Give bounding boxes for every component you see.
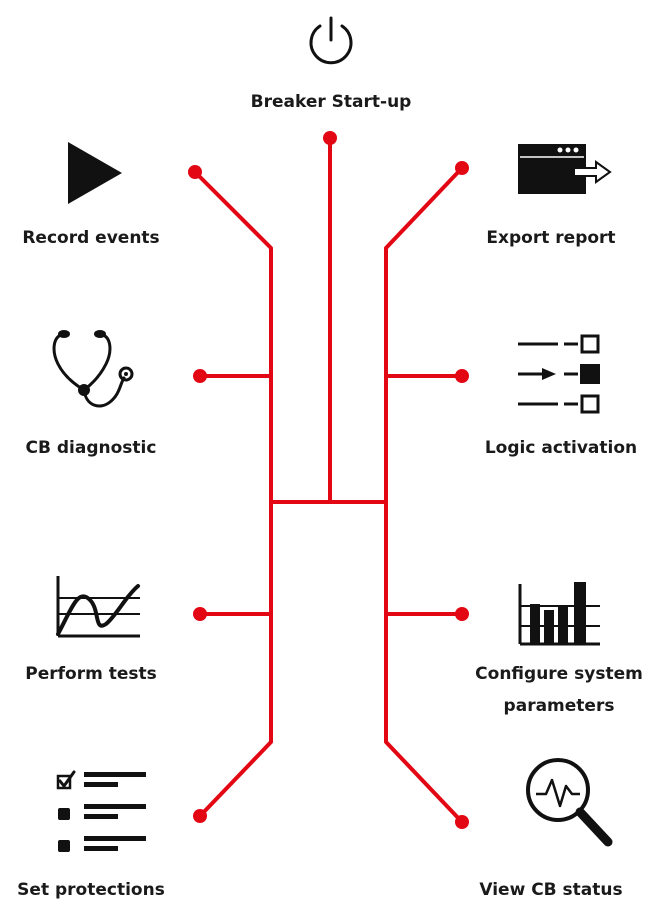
stethoscope-icon [48, 326, 138, 412]
node-dot-diagnostic [193, 369, 207, 383]
play-icon [66, 140, 126, 206]
node-dot-record [188, 165, 202, 179]
label-configure-system-line2: parameters [503, 696, 615, 716]
bar-chart-icon [516, 578, 606, 648]
logic-switch-icon [516, 334, 606, 414]
node-dot-tests [193, 607, 207, 621]
node-dot-protections [193, 809, 207, 823]
checklist-icon [54, 768, 150, 860]
connector-record [193, 170, 273, 818]
node-dot-logic [455, 369, 469, 383]
connector-export [384, 166, 464, 824]
magnifier-waveform-icon [520, 752, 614, 852]
label-view-cb-status: View CB status [479, 880, 623, 900]
export-window-icon [516, 140, 616, 198]
test-graph-icon [54, 574, 144, 640]
label-set-protections: Set protections [17, 880, 165, 900]
label-perform-tests: Perform tests [25, 664, 157, 684]
label-record-events: Record events [22, 228, 160, 248]
label-breaker-startup: Breaker Start-up [250, 92, 412, 112]
node-dot-export [455, 161, 469, 175]
label-cb-diagnostic: CB diagnostic [25, 438, 157, 458]
label-configure-system-line1: Configure system [475, 664, 643, 684]
label-export-report: Export report [486, 228, 616, 248]
node-dot-status [455, 815, 469, 829]
node-dot-startup [323, 131, 337, 145]
power-icon [300, 10, 362, 72]
node-dot-configure [455, 607, 469, 621]
label-logic-activation: Logic activation [484, 438, 638, 458]
